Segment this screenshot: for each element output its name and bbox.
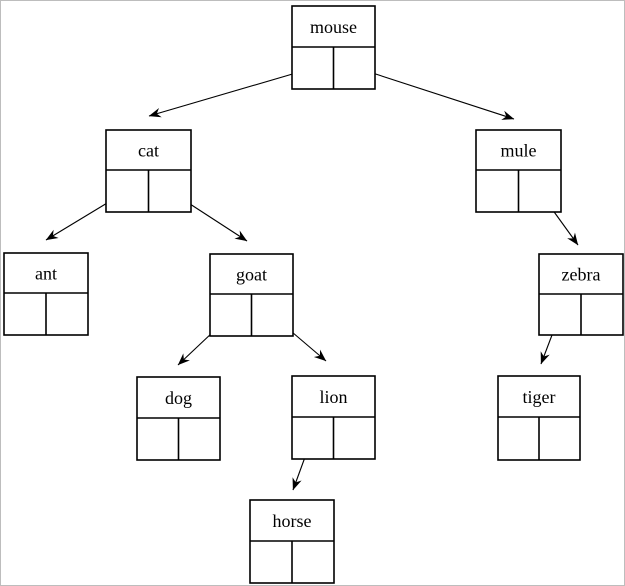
tree-node-cat: cat	[105, 129, 192, 213]
edge-mouse-left-to-cat	[148, 67, 314, 118]
tree-node-horse: horse	[249, 499, 335, 584]
node-label-cat: cat	[138, 141, 159, 161]
tree-node-lion: lion	[291, 375, 376, 460]
node-label-tiger: tiger	[523, 387, 556, 407]
node-label-horse: horse	[273, 511, 312, 531]
tree-node-mule: mule	[475, 129, 562, 213]
tree-node-mouse: mouse	[291, 5, 376, 90]
node-label-goat: goat	[236, 265, 267, 285]
edge-mouse-right-to-mule	[353, 66, 515, 120]
tree-node-zebra: zebra	[538, 253, 624, 336]
tree-node-tiger: tiger	[497, 375, 581, 461]
nodes-layer: mouse cat mule ant goat zebra dog lion tiger hors…	[3, 5, 624, 584]
node-label-mule: mule	[501, 141, 537, 161]
node-label-mouse: mouse	[310, 17, 357, 37]
node-label-zebra: zebra	[562, 265, 601, 285]
node-label-lion: lion	[319, 387, 347, 407]
node-label-dog: dog	[165, 388, 192, 408]
tree-node-goat: goat	[209, 253, 294, 337]
tree-node-dog: dog	[136, 376, 221, 461]
tree-node-ant: ant	[3, 252, 89, 336]
node-label-ant: ant	[35, 264, 57, 284]
